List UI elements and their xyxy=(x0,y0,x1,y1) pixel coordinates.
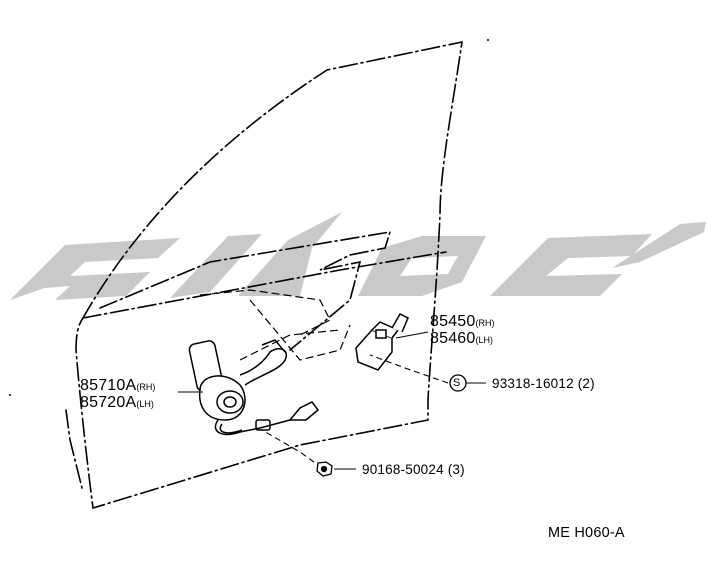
label-bolt: 90168-50024 (3) xyxy=(362,462,465,478)
screw-symbol-circle xyxy=(449,374,467,392)
window-frame-inner xyxy=(99,230,392,351)
leader-85450 xyxy=(395,331,429,339)
wire-harness xyxy=(214,401,320,436)
label-screw: 93318-16012 (2) xyxy=(492,376,595,392)
speck xyxy=(9,394,11,396)
leader-bolt-90168 xyxy=(261,429,323,469)
diagram-code: ME H060-A xyxy=(548,525,625,541)
part-number: 93318-16012 xyxy=(492,376,574,391)
label-85720A-lh: 85720A(LH) xyxy=(80,395,154,412)
part-number: 90168-50024 xyxy=(362,462,444,477)
part-number: 85720A xyxy=(80,394,137,411)
bolt-icon xyxy=(316,461,333,477)
side-suffix: (LH) xyxy=(136,399,154,409)
side-suffix: (LH) xyxy=(475,335,494,345)
part-number: 85450 xyxy=(430,313,476,330)
watermark-logo xyxy=(10,212,706,300)
beltline xyxy=(82,251,447,319)
label-85450-rh: 85450(RH) xyxy=(430,314,495,331)
part-number: 85460 xyxy=(430,330,476,347)
screw-symbol-letter: S xyxy=(453,377,461,389)
part-number: 85710A xyxy=(80,377,137,394)
power-window-regulator-motor xyxy=(188,339,287,421)
side-suffix: (RH) xyxy=(136,382,156,392)
side-suffix: (RH) xyxy=(475,318,495,328)
speck xyxy=(487,39,489,41)
label-85710A-rh: 85710A(RH) xyxy=(80,378,155,395)
power-window-switch xyxy=(355,313,409,371)
quantity: (3) xyxy=(447,462,465,477)
regulator-rail-lower xyxy=(249,299,351,361)
leader-screw-93318 xyxy=(369,354,449,384)
label-85460-lh: 85460(LH) xyxy=(430,331,493,348)
door-panel-left-edge xyxy=(65,409,83,489)
regulator-rail-upper xyxy=(199,289,331,336)
regulator-arm xyxy=(239,329,341,361)
quantity: (2) xyxy=(577,376,595,391)
